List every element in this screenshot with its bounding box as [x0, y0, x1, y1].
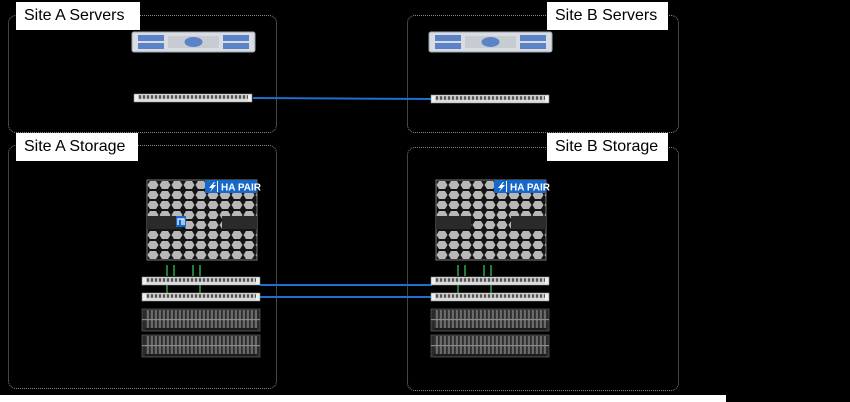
site-b-ha-text: HA PAIR: [510, 183, 551, 194]
site-a-server-switch-icon: [133, 93, 253, 103]
site-b-server-icon: [428, 31, 553, 53]
site-b-storage-zone: [407, 147, 679, 391]
site-a-disk-shelf-2-icon: [141, 334, 261, 358]
site-b-servers-zone: [407, 15, 679, 133]
site-b-storage-label: Site B Storage: [547, 133, 668, 161]
site-b-storage-switch-1-icon: [430, 276, 550, 286]
site-b-disk-shelf-1-icon: [430, 308, 550, 332]
site-b-server-switch-icon: [430, 94, 550, 104]
bottom-divider: [0, 395, 726, 402]
site-a-servers-zone: [8, 15, 277, 133]
site-a-ha-text: HA PAIR: [221, 183, 262, 194]
site-a-servers-label: Site A Servers: [16, 2, 140, 30]
site-a-server-icon: [131, 31, 256, 53]
site-a-storage-controller-icon: HA PAIR: [146, 179, 262, 261]
site-a-storage-label: Site A Storage: [16, 133, 138, 161]
site-a-storage-switch-1-icon: [141, 276, 261, 286]
site-b-storage-switch-2-icon: [430, 292, 550, 302]
site-b-lightning-bolt-icon: [498, 182, 505, 192]
server-switch-link: [252, 97, 433, 100]
site-a-storage-switch-2-icon: [141, 292, 261, 302]
site-b-storage-controller-icon: HA PAIR: [435, 179, 551, 261]
site-a-disk-shelf-1-icon: [141, 308, 261, 332]
site-a-netapp-logo-icon: [176, 216, 186, 227]
site-a-lightning-bolt-icon: [209, 182, 216, 192]
site-b-servers-label: Site B Servers: [547, 2, 668, 30]
site-a-storage-zone: [8, 145, 277, 389]
site-b-disk-shelf-2-icon: [430, 334, 550, 358]
